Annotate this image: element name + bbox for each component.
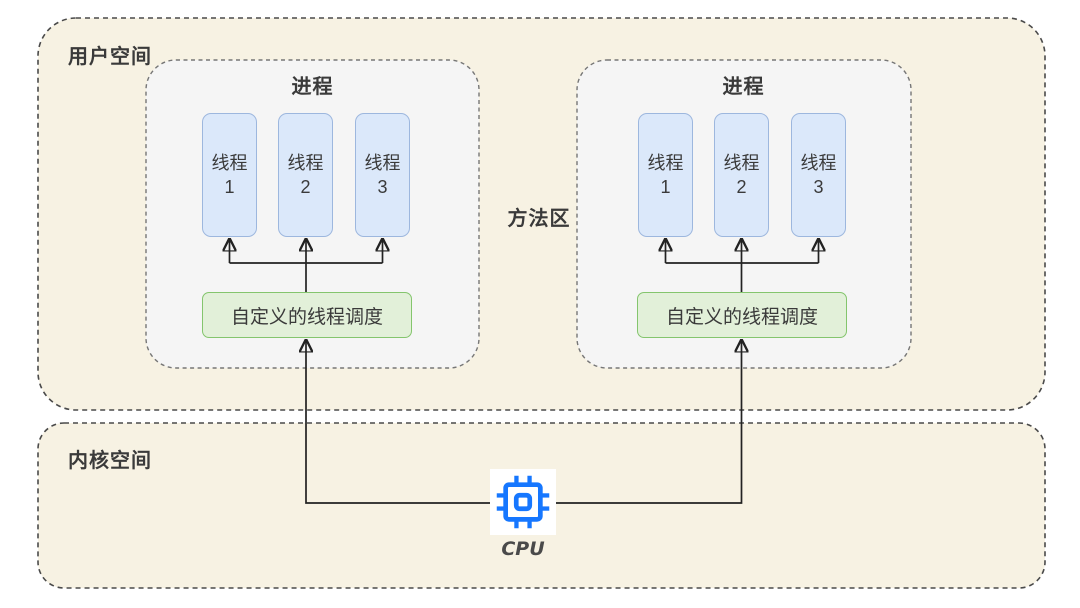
kernel-space-label: 内核空间	[68, 450, 152, 472]
method-area-label: 方法区	[507, 208, 571, 230]
thread-box-right-3: 线程 3	[791, 113, 846, 237]
thread-label: 线程	[287, 152, 324, 173]
cpu-label: CPU	[501, 538, 545, 560]
scheduler-box-left: 自定义的线程调度	[202, 292, 412, 338]
cpu-chip	[490, 469, 556, 535]
cpu-chip-icon	[496, 475, 550, 529]
thread-label: 线程	[723, 152, 760, 173]
thread-number: 1	[660, 177, 671, 197]
thread-number: 2	[300, 177, 311, 197]
thread-number: 2	[736, 177, 747, 197]
thread-number: 3	[377, 177, 388, 197]
thread-label: 线程	[211, 152, 248, 173]
thread-box-right-2: 线程 2	[714, 113, 769, 237]
thread-label: 线程	[647, 152, 684, 173]
scheduler-box-right: 自定义的线程调度	[637, 292, 847, 338]
thread-box-left-2: 线程 2	[278, 113, 333, 237]
thread-number: 3	[813, 177, 824, 197]
scheduler-label: 自定义的线程调度	[665, 306, 818, 328]
scheduler-label: 自定义的线程调度	[230, 306, 383, 328]
thread-box-right-1: 线程 1	[638, 113, 693, 237]
thread-box-left-1: 线程 1	[202, 113, 257, 237]
process-left-title: 进程	[291, 76, 334, 98]
thread-label: 线程	[800, 152, 837, 173]
user-space-label: 用户空间	[68, 46, 152, 68]
process-right-title: 进程	[722, 76, 765, 98]
thread-label: 线程	[364, 152, 401, 173]
thread-box-left-3: 线程 3	[355, 113, 410, 237]
thread-number: 1	[224, 177, 235, 197]
